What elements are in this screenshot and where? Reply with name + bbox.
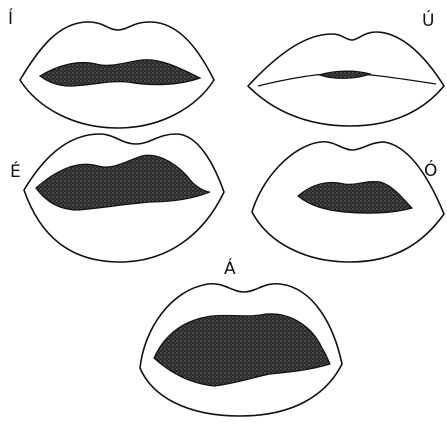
mouth-i: Í (8, 7, 214, 128)
label-a: Á (224, 257, 236, 279)
mouth-a: Á (140, 257, 342, 416)
label-e: É (10, 160, 21, 182)
mouth-u: Ú (248, 9, 444, 126)
label-u: Ú (422, 9, 434, 31)
mouth-o: Ó (252, 142, 444, 262)
mouth-e: É (10, 134, 224, 262)
label-i: Í (8, 7, 13, 29)
lips-outline-u (248, 32, 444, 126)
